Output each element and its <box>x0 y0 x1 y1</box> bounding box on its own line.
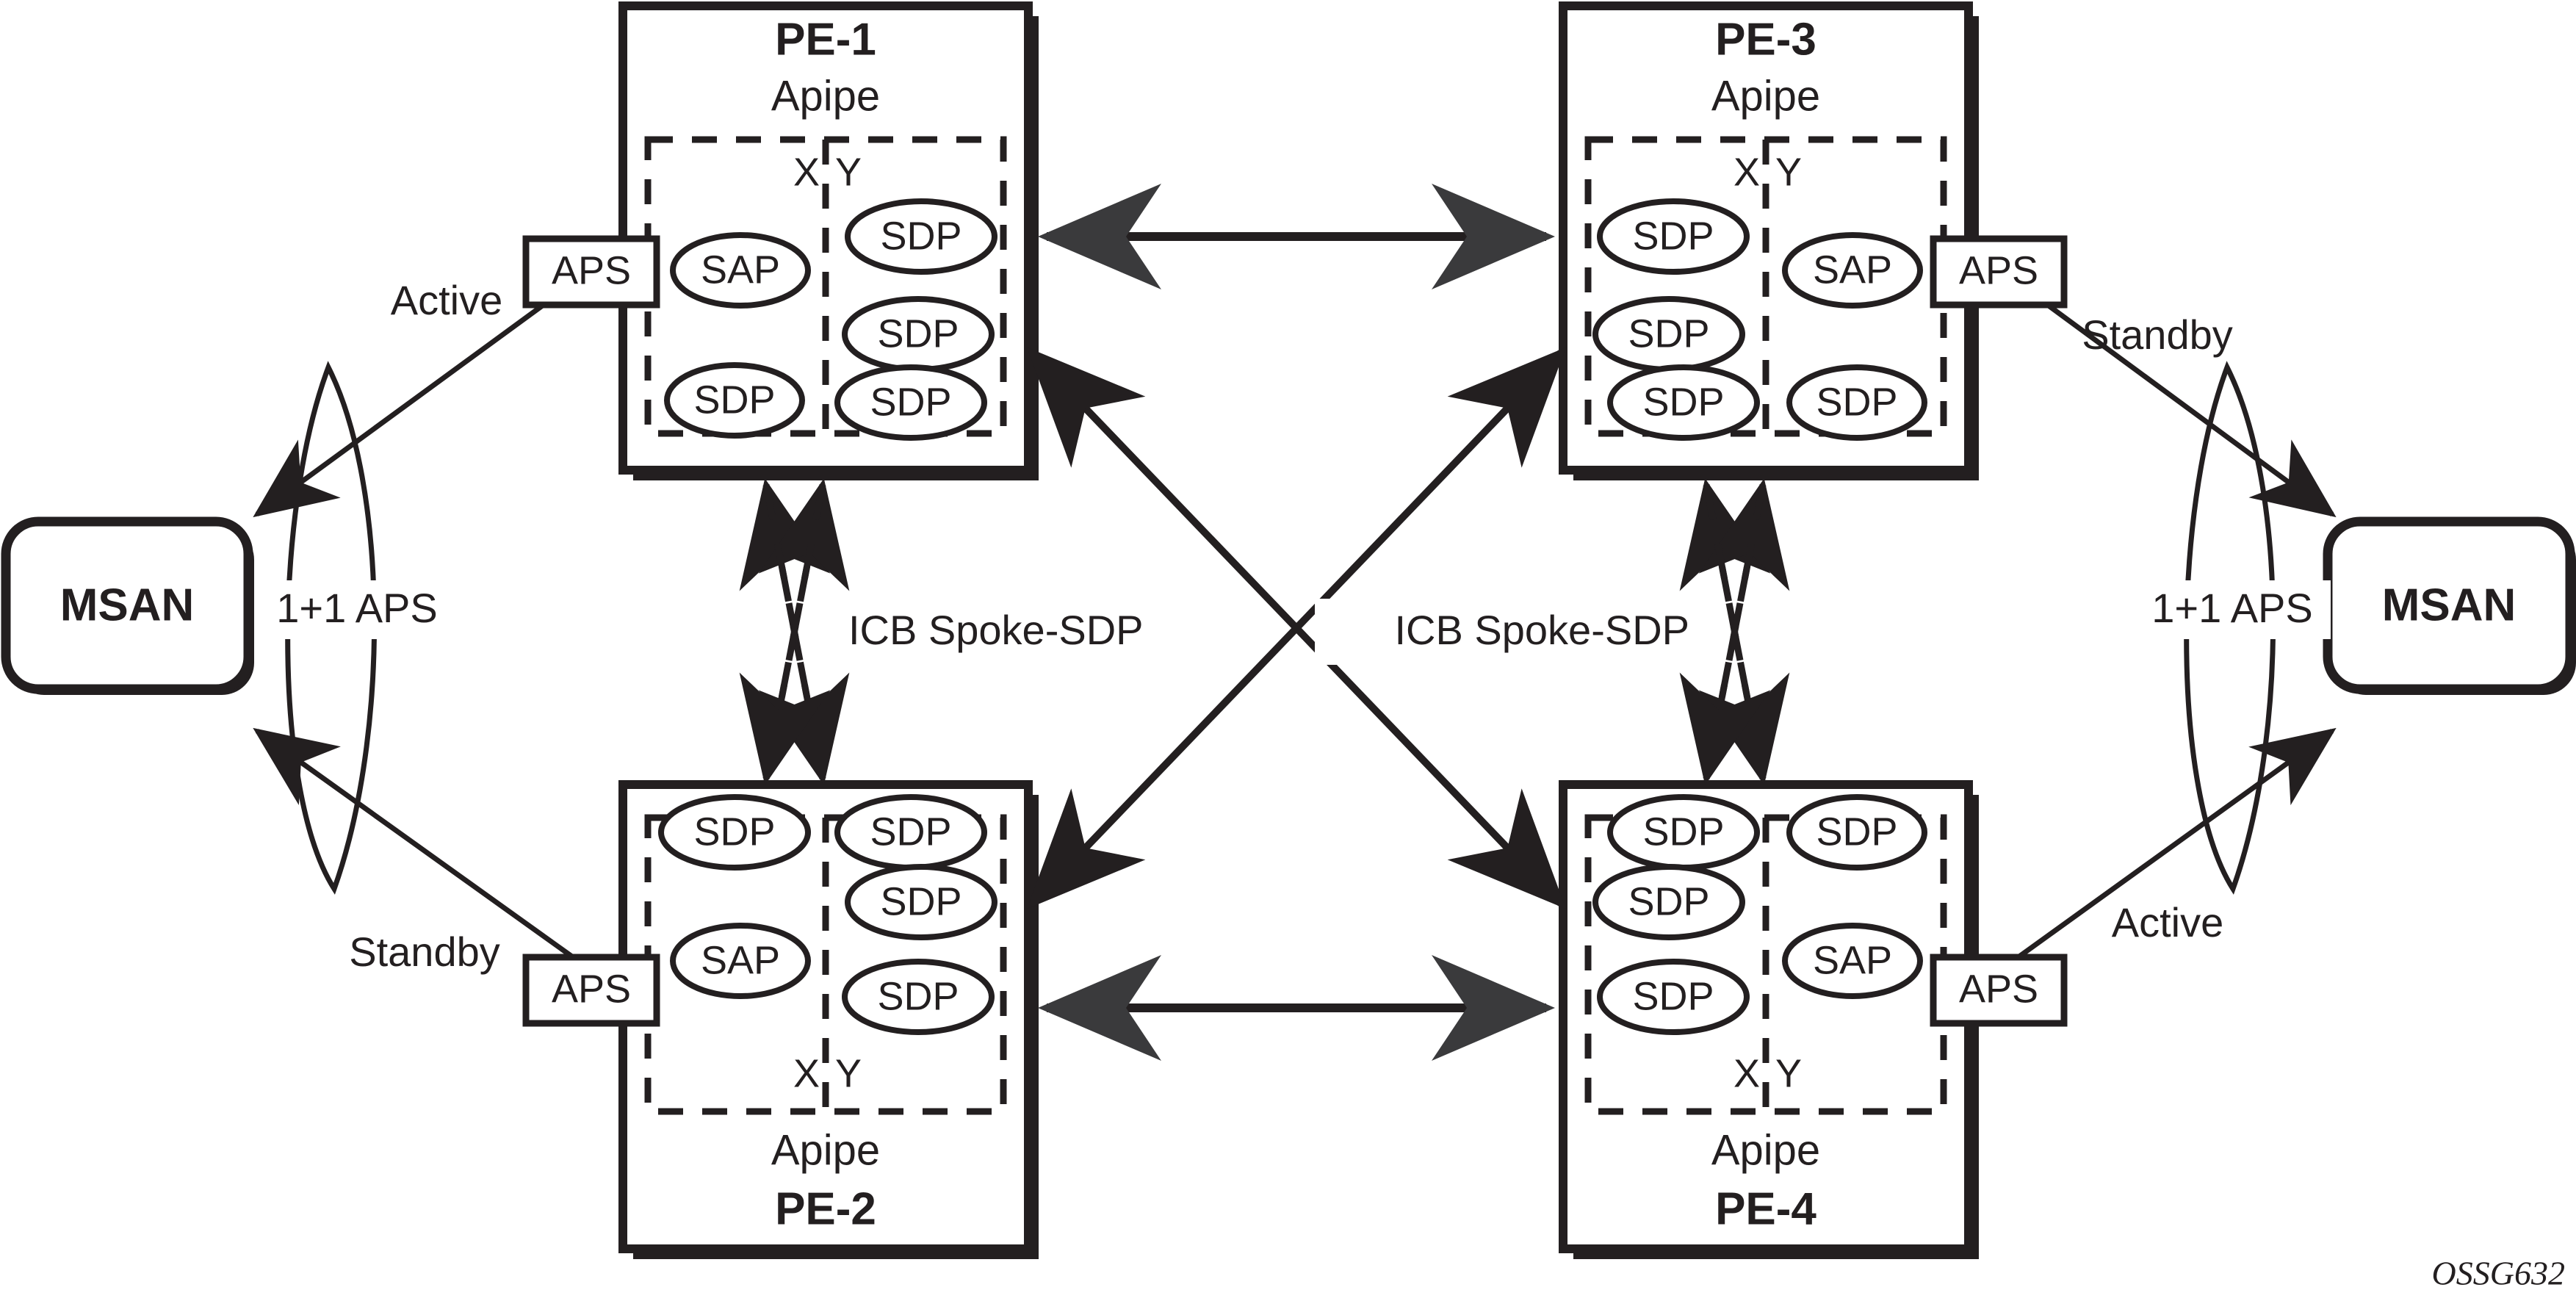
pe2-sap-x-label: SAP <box>701 938 780 982</box>
pw-link-pe2-pe3 <box>1027 347 1566 909</box>
pe2-sdp-x1-label: SDP <box>693 810 775 854</box>
pe2-zone-x-label: X <box>793 1051 820 1095</box>
pe4-object-sdp-y1[interactable]: SDP <box>1786 794 1927 871</box>
pe3-object-sdp-x1[interactable]: SDP <box>1597 198 1750 275</box>
aps-link-right-label: 1+1 APS <box>2151 585 2313 631</box>
pe1-object-sdp-y1[interactable]: SDP <box>845 198 997 275</box>
aps-box-pe1-label: APS <box>552 248 631 292</box>
pe2-sdp-y1-label: SDP <box>870 810 951 854</box>
msan-left-label: MSAN <box>60 580 195 630</box>
aps-link-left: 1+1 APS <box>259 361 455 895</box>
pe4-sdp-y1-label: SDP <box>1816 810 1897 854</box>
pe4-zone-y-label: Y <box>1775 1051 1802 1095</box>
pe1-service-label: Apipe <box>771 72 880 120</box>
aps-box-pe4-label: APS <box>1959 967 2038 1011</box>
pe1-object-sdp-x1[interactable]: SDP <box>664 362 805 439</box>
pe2-object-sdp-y3[interactable]: SDP <box>842 959 995 1035</box>
pe3-zone-x-label: X <box>1733 150 1760 194</box>
node-pe3[interactable]: PE-3 Apipe X Y SDP SDP SDP SAP SDP <box>1559 1 1973 475</box>
icb-left-label: ICB Spoke-SDP <box>848 607 1144 653</box>
pe4-zone-x-label: X <box>1733 1051 1760 1095</box>
aps-box-pe1[interactable]: APS <box>522 235 660 309</box>
icb-link-left: ICB Spoke-SDP <box>739 478 1219 785</box>
pe3-service-label: Apipe <box>1711 72 1820 120</box>
pe2-object-sdp-x1[interactable]: SDP <box>658 794 811 871</box>
label-active-top-left: Active <box>391 277 503 323</box>
msan-right-label: MSAN <box>2382 580 2517 630</box>
pe3-object-sdp-x2[interactable]: SDP <box>1592 296 1745 372</box>
icb-right-arrow-down2 <box>1679 484 1771 785</box>
line-aps-pe2-to-msan-left <box>253 727 606 981</box>
icb-right-label: ICB Spoke-SDP <box>1395 607 1690 653</box>
pe2-sdp-y2-label: SDP <box>880 879 962 923</box>
line-aps-pe4-to-msan-right <box>1985 727 2337 981</box>
aps-msan-connectors <box>253 259 2337 981</box>
pe3-object-sdp-y1[interactable]: SDP <box>1786 364 1927 441</box>
node-pe2[interactable]: Apipe PE-2 X Y SDP SAP SDP SDP SDP <box>618 780 1033 1253</box>
pe4-service-label: Apipe <box>1711 1126 1820 1174</box>
label-standby-bottom-left: Standby <box>349 929 500 975</box>
pe4-object-sdp-x1[interactable]: SDP <box>1607 794 1760 871</box>
icb-left-arrow-down2 <box>739 484 831 785</box>
endpoint-msan-right[interactable]: MSAN <box>2323 516 2576 695</box>
pe4-object-sap-y[interactable]: SAP <box>1782 923 1923 999</box>
aps-box-pe2-label: APS <box>552 967 631 1011</box>
pe4-sdp-x1-label: SDP <box>1642 810 1724 854</box>
pe2-object-sap-x[interactable]: SAP <box>670 923 811 999</box>
aps-box-pe3-label: APS <box>1959 248 2038 292</box>
pe4-title: PE-4 <box>1715 1183 1816 1234</box>
pe3-sdp-x3-label: SDP <box>1642 380 1724 424</box>
pe2-title: PE-2 <box>775 1183 876 1234</box>
pe4-sdp-x3-label: SDP <box>1632 974 1714 1018</box>
pe1-title: PE-1 <box>775 14 876 65</box>
pe1-zone-x-label: X <box>793 150 820 194</box>
pe4-object-sdp-x2[interactable]: SDP <box>1592 864 1745 940</box>
label-active-bottom-right: Active <box>2112 899 2224 945</box>
pe1-sdp-x1-label: SDP <box>693 378 775 422</box>
aps-box-pe4[interactable]: APS <box>1930 954 2068 1027</box>
icb-link-right: ICB Spoke-SDP <box>1315 478 1790 785</box>
pe2-sdp-y3-label: SDP <box>877 974 959 1018</box>
pe2-zone-y-label: Y <box>835 1051 862 1095</box>
pe2-object-sdp-y2[interactable]: SDP <box>845 864 997 940</box>
aps-box-pe2[interactable]: APS <box>522 954 660 1027</box>
pe1-sdp-y2-label: SDP <box>877 311 959 356</box>
pe1-object-sdp-y2[interactable]: SDP <box>842 296 995 372</box>
pe3-title: PE-3 <box>1715 14 1816 65</box>
aps-link-right: 1+1 APS <box>2134 361 2331 895</box>
endpoint-msan-left[interactable]: MSAN <box>1 516 254 695</box>
pe2-object-sdp-y1[interactable]: SDP <box>834 794 987 871</box>
pe1-sdp-y1-label: SDP <box>880 214 962 258</box>
aps-box-pe3[interactable]: APS <box>1930 235 2068 309</box>
pe3-object-sap-y[interactable]: SAP <box>1782 232 1923 309</box>
pe4-sdp-x2-label: SDP <box>1628 879 1709 923</box>
pe1-object-sap-x[interactable]: SAP <box>670 232 811 309</box>
pe1-object-sdp-y3[interactable]: SDP <box>834 364 987 441</box>
pe3-zone-y-label: Y <box>1775 150 1802 194</box>
label-standby-top-right: Standby <box>2082 311 2233 358</box>
figure-code: OSSG632 <box>2432 1255 2565 1292</box>
pe4-sap-y-label: SAP <box>1813 938 1892 982</box>
node-pe1[interactable]: PE-1 Apipe X Y SAP SDP SDP SDP SDP <box>618 1 1033 475</box>
pe1-sap-x-label: SAP <box>701 248 780 292</box>
aps-link-left-label: 1+1 APS <box>276 585 438 631</box>
pe3-sdp-y1-label: SDP <box>1816 380 1897 424</box>
pe4-object-sdp-x3[interactable]: SDP <box>1597 959 1750 1035</box>
pe3-object-sdp-x3[interactable]: SDP <box>1607 364 1760 441</box>
pe3-sdp-x1-label: SDP <box>1632 214 1714 258</box>
pe3-sdp-x2-label: SDP <box>1628 311 1709 356</box>
pe2-service-label: Apipe <box>771 1126 880 1174</box>
node-pe4[interactable]: Apipe PE-4 X Y SDP SDP SDP SDP SAP <box>1559 780 1973 1253</box>
pe1-zone-y-label: Y <box>835 150 862 194</box>
pe3-sap-y-label: SAP <box>1813 248 1892 292</box>
pe1-sdp-y3-label: SDP <box>870 380 951 424</box>
